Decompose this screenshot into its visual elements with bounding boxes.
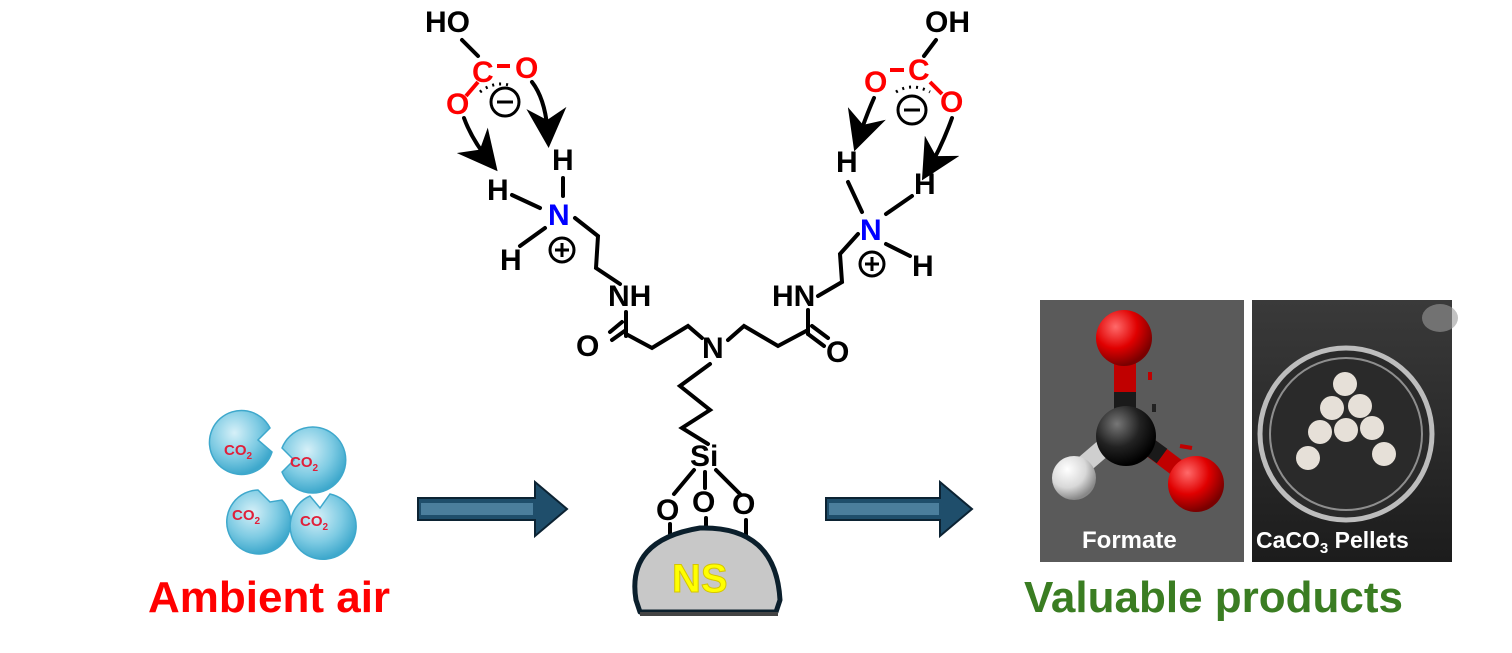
flow-arrow-left [417,479,569,539]
oxygen-label: O [692,486,715,519]
caco3-pellets-photo: CaCO3 Pellets [1252,300,1458,562]
co2-bubble: CO2 [289,493,357,560]
nanosphere-label: NS [672,557,728,601]
ammonium-left: H H N H NH [487,144,651,313]
hydrogen-label: H [500,244,522,277]
co2-bubble-label: CO2 [290,454,319,474]
co2-bubble-label: CO2 [232,507,261,527]
molecular-structure: HO C O O OH C O O [425,6,970,616]
co2-bubble-cluster: CO2 CO2 CO2 CO2 [208,409,357,560]
oxygen-label: O [515,52,538,85]
carbon-label: C [472,56,494,89]
carbon-label: C [908,54,930,87]
flow-arrow-right [825,479,974,539]
silica-nanosphere: NS [632,525,783,616]
hydroxyl-label: OH [925,6,970,39]
co2-bubble: CO2 [226,489,292,555]
ammonium-right: H H N H HN [772,146,936,313]
oxygen-label: O [864,66,887,99]
co2-bubble: CO2 [281,426,347,494]
nitrogen-label: N [548,199,570,232]
oxygen-label: O [576,330,599,363]
oxygen-atom-sphere [1096,310,1152,366]
co2-bubble-label: CO2 [224,442,253,462]
oxygen-label: O [446,88,469,121]
caco3-pellets-label: CaCO3 Pellets [1256,527,1409,557]
oxygen-label: O [940,86,963,119]
bicarbonate-right: OH C O O [847,6,970,181]
tertiary-nitrogen-label: N [702,332,724,365]
ambient-air-caption: Ambient air [148,573,390,622]
formate-label: Formate [1082,527,1177,554]
oxygen-atom-sphere [1168,456,1224,512]
carbon-atom-sphere [1096,406,1156,466]
hydroxyl-label: HO [425,6,470,39]
hydrogen-atom-sphere [1052,456,1096,500]
pellet-group [1296,372,1396,470]
formate-photo: Formate [1040,300,1244,562]
amide-nh-label: HN [772,280,815,313]
nitrogen-label: N [860,214,882,247]
oxygen-label: O [732,488,755,521]
hydrogen-label: H [552,144,574,177]
co2-bubble-label: CO2 [300,513,329,533]
silicon-label: Si [690,440,718,473]
hydrogen-label: H [912,250,934,283]
oxygen-label: O [656,494,679,527]
hydrogen-label: H [914,168,936,201]
hydrogen-label: H [836,146,858,179]
amide-nh-label: NH [608,280,651,313]
oxygen-label: O [826,336,849,369]
co2-bubble: CO2 [208,409,273,476]
valuable-products-caption: Valuable products [1024,573,1403,622]
hydrogen-label: H [487,174,509,207]
bicarbonate-left: HO C O O [425,6,567,172]
pamam-core: O N O Si O O O [576,308,849,542]
